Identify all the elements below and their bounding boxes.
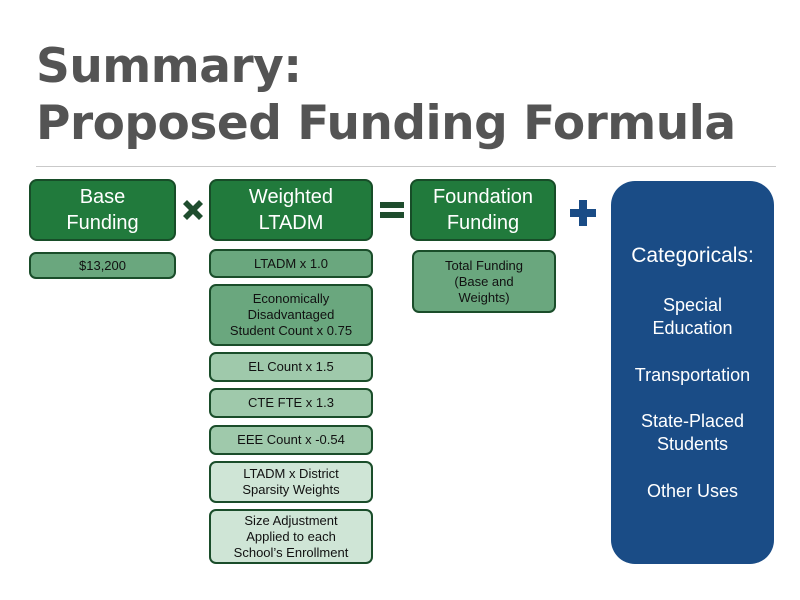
multiply-operator: [177, 194, 209, 226]
categorical-special-education: Special Education: [652, 295, 733, 338]
equals-operator: [377, 196, 407, 224]
weight-item-eee-count: EEE Count x -0.54: [209, 425, 373, 455]
slide-title-line-1: Summary:: [36, 39, 302, 94]
weight-item-cte-fte: CTE FTE x 1.3: [209, 388, 373, 418]
equals-icon: [380, 202, 404, 218]
weight-item-economically-disadvantaged: Economically Disadvantaged Student Count…: [209, 284, 373, 346]
base-funding-header: Base Funding: [29, 179, 176, 241]
weight-item-size-adjustment: Size Adjustment Applied to each School’s…: [209, 509, 373, 564]
weight-item-sparsity: LTADM x District Sparsity Weights: [209, 461, 373, 503]
weight-item-el-count: EL Count x 1.5: [209, 352, 373, 382]
plus-icon: [570, 200, 596, 226]
slide-title-line-2: Proposed Funding Formula: [36, 96, 736, 151]
categoricals-title: Categoricals:: [631, 244, 754, 267]
weight-item-ltadm: LTADM x 1.0: [209, 249, 373, 278]
multiply-icon: [183, 200, 203, 220]
foundation-funding-value: Total Funding (Base and Weights): [412, 250, 556, 313]
title-divider: [36, 166, 776, 167]
categorical-other-uses: Other Uses: [646, 481, 739, 501]
foundation-funding-header: Foundation Funding: [410, 179, 556, 241]
slide-title: Summary: Proposed Funding Formula: [36, 38, 776, 152]
weighted-ltadm-header: Weighted LTADM: [209, 179, 373, 241]
categoricals-panel: Categoricals: Special Education Transpor…: [611, 181, 774, 564]
categorical-state-placed-students: State-Placed Students: [640, 411, 745, 454]
plus-operator: [566, 196, 600, 230]
base-funding-value: $13,200: [29, 252, 176, 279]
categorical-transportation: Transportation: [634, 365, 751, 385]
